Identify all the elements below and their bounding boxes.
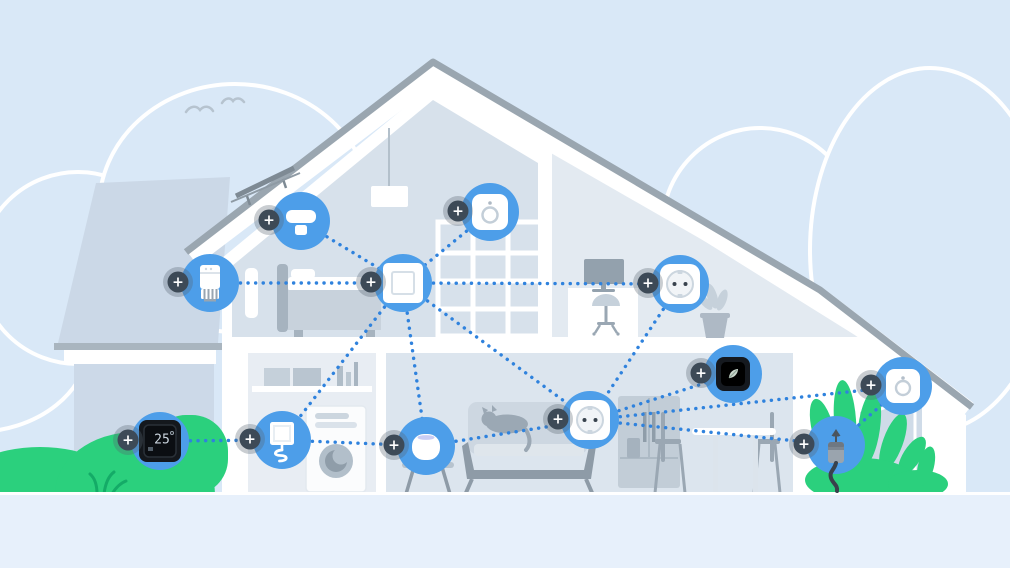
storage-box [293,368,321,386]
irrigation-controller-icon [828,429,844,493]
plus-icon: + [263,213,275,229]
add-badge[interactable]: + [856,370,886,400]
wall-switch-node[interactable]: + [348,228,458,338]
radiator [245,268,258,318]
add-badge[interactable]: + [356,267,386,297]
radiator-thermostat-icon [200,265,220,302]
plus-icon: + [695,366,707,382]
add-badge[interactable]: + [686,358,716,388]
power-socket-icon [570,400,610,440]
roof [183,58,975,418]
irrigation-controller-node[interactable]: + [781,390,891,500]
add-badge[interactable]: + [443,196,473,226]
connection-line [401,281,682,286]
plus-icon: + [865,378,877,394]
plus-icon: + [798,437,810,453]
add-badge[interactable]: + [254,205,284,235]
connection-line [588,372,735,422]
ground [0,495,1010,568]
smart-thermostat-node[interactable]: + [678,319,788,429]
table-lamp-icon [270,422,294,463]
dining-set [653,412,782,494]
smart-speaker-node[interactable]: + [371,391,481,501]
add-badge[interactable]: + [633,268,663,298]
solar-panel [230,165,301,206]
birds-icon [184,97,246,114]
motion-sensor-node[interactable]: + [246,166,356,276]
connection-line [280,281,405,442]
add-badge[interactable]: + [789,429,819,459]
door-sensor-node[interactable]: + [848,331,958,441]
smart-lamp-node[interactable]: + [227,385,337,495]
door-sensor-icon [886,369,920,403]
temperature-value: 25 [154,433,170,448]
monitor [584,259,624,292]
add-badge[interactable]: + [113,425,143,455]
shelf [252,386,372,392]
plus-icon: + [122,433,134,449]
bed [277,264,381,337]
storage-box [264,368,290,386]
plus-icon: + [452,204,464,220]
power-socket-icon [660,264,700,304]
smart-plug-living-node[interactable]: + [535,365,645,475]
smart-plug-attic-node[interactable]: + [625,229,735,339]
smart-speaker-icon [412,434,440,460]
plus-icon: + [388,438,400,454]
floor-divider [222,337,876,352]
plus-icon: + [172,275,184,291]
bottles [337,362,358,386]
office-chair [592,294,620,336]
connection-line [158,438,284,443]
smart-button-node[interactable]: + [435,157,545,267]
ground-line [0,492,1010,495]
plus-icon: + [552,412,564,428]
cat [481,405,532,452]
connection-line [588,384,905,422]
plus-icon: + [244,432,256,448]
temperature-display-icon: 25 [139,420,181,462]
add-badge[interactable]: + [379,430,409,460]
plus-icon: + [642,276,654,292]
attic-furniture [568,259,730,338]
connection-line [401,281,592,422]
radiator-thermostat-node[interactable]: + [155,228,265,338]
add-badge[interactable]: + [235,424,265,454]
pendant-lamp [371,186,408,207]
motion-sensor-icon [286,210,316,235]
wall-switch-icon [383,263,423,303]
plus-icon: + [365,275,377,291]
smart-button-icon [472,194,508,230]
outdoor-thermometer-node[interactable]: 25 + [105,386,215,496]
add-badge[interactable]: + [163,267,193,297]
smart-thermostat-icon [716,357,750,391]
add-badge[interactable]: + [543,404,573,434]
